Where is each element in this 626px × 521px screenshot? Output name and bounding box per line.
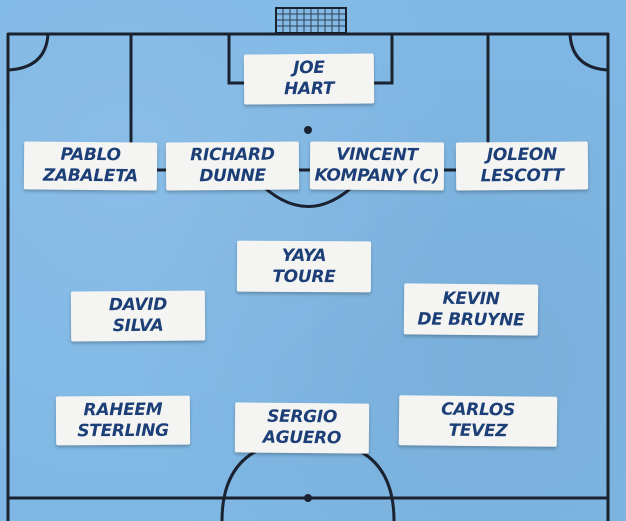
player-last-name: Tevez [448,420,508,442]
center-spot [304,494,312,502]
player-last-name: Toure [272,266,336,287]
player-first-name: Sergio [267,406,338,428]
player-first-name: Joleon [486,144,558,166]
player-card-raheem-sterling: Raheem Sterling [55,395,191,446]
player-last-name: Aguero [262,427,342,449]
player-card-carlos-tevez: Carlos Tevez [398,395,558,447]
player-first-name: Richard [190,144,275,166]
player-card-joleon-lescott: Joleon Lescott [455,141,589,191]
player-card-kevin-de-bruyne: Kevin De Bruyne [403,283,539,336]
player-last-name: Kompany (C) [314,165,440,187]
player-last-name: Sterling [77,420,169,441]
goal-net-mesh [275,7,347,34]
penalty-spot [304,126,312,134]
player-first-name: Vincent [336,144,418,166]
player-card-yaya-toure: Yaya Toure [236,240,372,293]
player-card-sergio-aguero: Sergio Aguero [234,402,370,454]
player-card-david-silva: David Silva [70,290,206,342]
player-first-name: Raheem [83,399,163,420]
player-card-richard-dunne: Richard Dunne [165,141,300,191]
corner-arc-right [568,32,610,72]
player-first-name: Joe [293,57,325,79]
player-last-name: Lescott [480,165,564,187]
player-first-name: Pablo [60,144,121,166]
player-last-name: Zabaleta [42,165,139,187]
player-first-name: Yaya [281,245,327,266]
player-card-joe-hart: Joe Hart [243,53,375,105]
corner-arc-left [6,32,50,72]
player-last-name: Dunne [199,165,266,187]
player-card-vincent-kompany: Vincent Kompany (C) [309,141,445,191]
player-first-name: Carlos [441,399,516,421]
player-first-name: Kevin [442,288,500,309]
player-last-name: De Bruyne [417,309,525,330]
player-first-name: David [108,294,168,316]
player-card-pablo-zabaleta: Pablo Zabaleta [23,141,158,191]
player-last-name: Hart [283,78,335,100]
penalty-area [129,32,490,172]
touchline [6,32,610,521]
player-last-name: Silva [112,315,164,337]
